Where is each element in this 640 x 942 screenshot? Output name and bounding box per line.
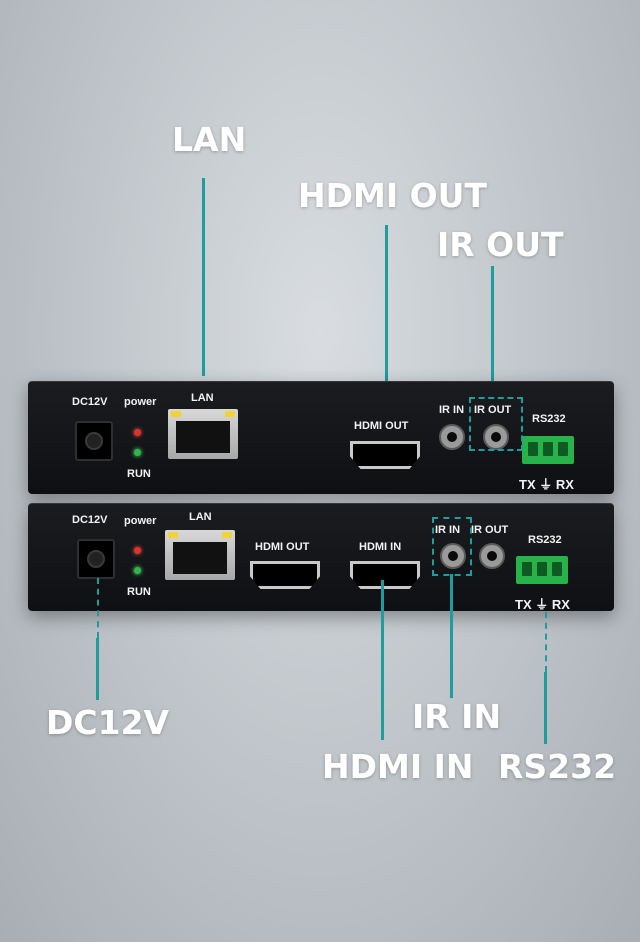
top-hdmi-out-port xyxy=(350,441,420,469)
bottom-hdmi-out-label: HDMI OUT xyxy=(255,541,310,553)
callout-line-hdmi-out xyxy=(385,225,388,401)
callout-dc12v: DC12V xyxy=(46,703,170,742)
bottom-hdmi-in-label: HDMI IN xyxy=(359,541,402,553)
bottom-ir-out-jack xyxy=(479,543,505,569)
bottom-hdmi-out-port xyxy=(250,561,320,589)
bottom-unit: DC12V power RUN LAN HDMI OUT HDMI IN IR … xyxy=(28,503,614,612)
callout-line-lan xyxy=(202,178,205,376)
bottom-power-led xyxy=(134,547,141,554)
top-unit: DC12V power RUN LAN HDMI OUT IR IN IR OU… xyxy=(28,381,614,494)
top-lan-label: LAN xyxy=(191,392,214,404)
top-power-led xyxy=(134,429,141,436)
top-hdmi-out-label: HDMI OUT xyxy=(354,420,409,432)
callout-ir-in: IR IN xyxy=(412,697,502,736)
top-lan-port xyxy=(168,409,238,459)
top-rs232-label: RS232 xyxy=(532,413,566,425)
callout-line-rs232-dash xyxy=(545,612,547,672)
bottom-lan-port xyxy=(165,530,235,580)
bottom-ir-in-jack xyxy=(440,543,466,569)
top-power-label: power xyxy=(124,396,157,408)
bottom-ir-in-label: IR IN xyxy=(435,524,461,536)
top-ir-out-highlight xyxy=(469,397,523,451)
bottom-dc12v-label: DC12V xyxy=(72,514,108,526)
callout-line-ir-out xyxy=(491,266,494,396)
bottom-dc-jack xyxy=(77,539,115,579)
bottom-ir-out-label: IR OUT xyxy=(471,524,509,536)
bottom-run-label: RUN xyxy=(127,586,151,598)
bottom-run-led xyxy=(134,567,141,574)
top-dc-jack xyxy=(75,421,113,461)
top-tx-rx-label: TX ⏚ RX xyxy=(519,477,574,492)
callout-line-dc12v xyxy=(96,638,99,700)
bottom-rs232-terminal xyxy=(516,556,568,584)
callout-line-hdmi-in xyxy=(381,580,384,740)
top-run-led xyxy=(134,449,141,456)
top-ir-in-label: IR IN xyxy=(439,404,465,416)
callout-hdmi-out: HDMI OUT xyxy=(298,176,487,215)
bottom-lan-label: LAN xyxy=(189,511,212,523)
bottom-hdmi-in-port xyxy=(350,561,420,589)
bottom-rs232-label: RS232 xyxy=(528,534,562,546)
callout-line-rs232 xyxy=(544,672,547,744)
bottom-tx-rx-label: TX ⏚ RX xyxy=(515,597,570,612)
bottom-power-label: power xyxy=(124,515,157,527)
top-run-label: RUN xyxy=(127,468,151,480)
callout-lan: LAN xyxy=(172,120,247,159)
top-ir-in-jack xyxy=(439,424,465,450)
top-rs232-terminal xyxy=(522,436,574,464)
top-ir-out-label: IR OUT xyxy=(474,404,512,416)
callout-line-ir-in xyxy=(450,574,453,698)
bottom-ir-in-highlight xyxy=(432,517,472,576)
callout-hdmi-in: HDMI IN xyxy=(322,747,474,786)
callout-ir-out: IR OUT xyxy=(437,225,564,264)
top-dc12v-label: DC12V xyxy=(72,396,108,408)
callout-rs232: RS232 xyxy=(498,747,617,786)
callout-line-dc12v-dash xyxy=(97,578,99,638)
